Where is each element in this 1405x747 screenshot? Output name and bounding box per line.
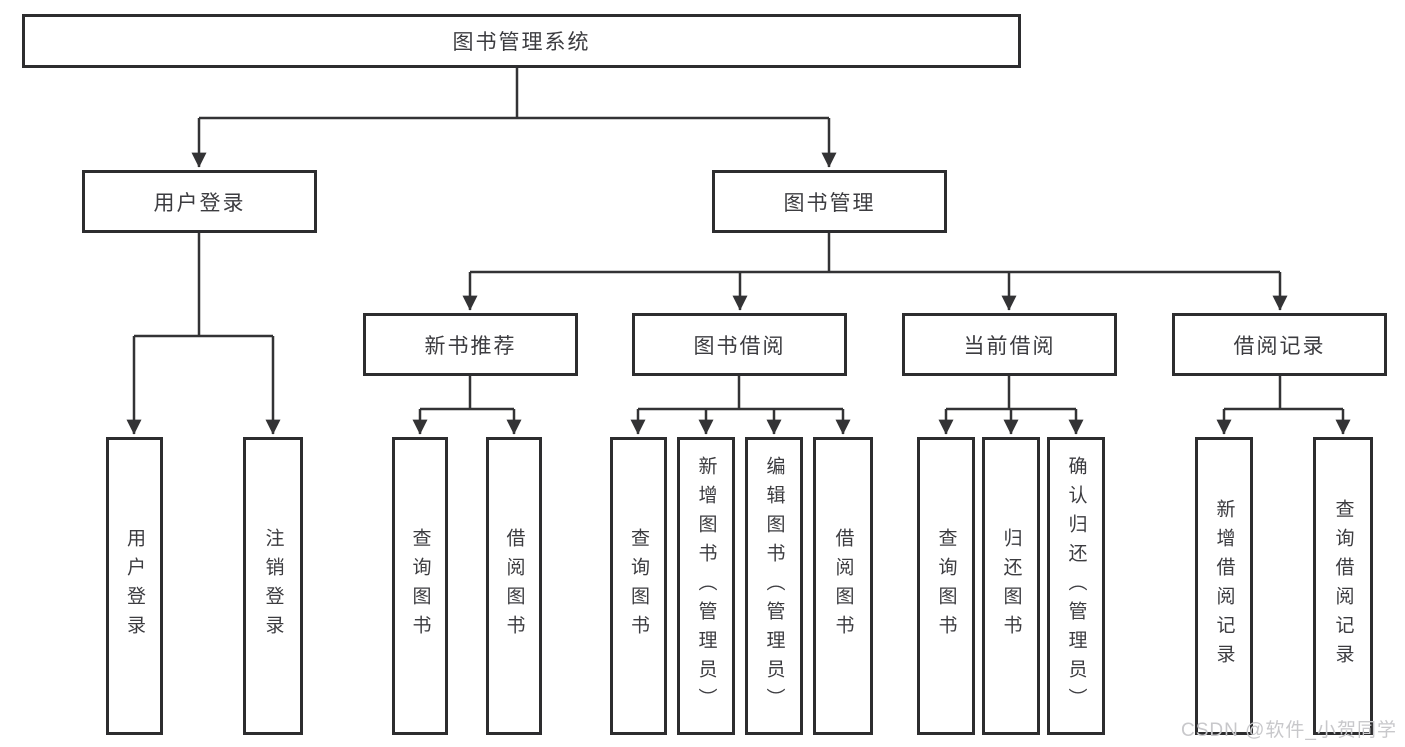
- leaf-query-borrow-record: 查询借阅记录: [1313, 437, 1373, 735]
- node-user-login: 用户登录: [82, 170, 317, 233]
- leaf-borrow-books-borrowing: 借阅图书: [813, 437, 873, 735]
- leaf-query-books-borrowing: 查询图书: [610, 437, 667, 735]
- edge-current-bar: [946, 376, 1076, 411]
- node-book-borrowing: 图书借阅: [632, 313, 847, 376]
- edge-records-bar: [1224, 376, 1343, 411]
- leaf-user-login: 用户登录: [106, 437, 163, 735]
- edge-bookmgmt-bar: [470, 233, 1280, 274]
- node-borrowing-records: 借阅记录: [1172, 313, 1387, 376]
- leaf-confirm-return-admin: 确认归还（管理员）: [1047, 437, 1105, 735]
- leaf-query-books-current: 查询图书: [917, 437, 975, 735]
- leaf-edit-book-admin: 编辑图书（管理员）: [745, 437, 803, 735]
- leaf-query-books-recommend: 查询图书: [392, 437, 448, 735]
- edge-borrowing-bar: [638, 376, 843, 411]
- leaf-add-borrow-record: 新增借阅记录: [1195, 437, 1253, 735]
- edge-userlogin-bar: [134, 233, 273, 338]
- leaf-add-book-admin: 新增图书（管理员）: [677, 437, 735, 735]
- leaf-logout: 注销登录: [243, 437, 303, 735]
- edge-root-bar: [199, 68, 829, 120]
- node-library-management-system: 图书管理系统: [22, 14, 1021, 68]
- edge-newbook-bar: [420, 376, 514, 411]
- csdn-watermark: CSDN @软件_小贺同学: [1181, 720, 1397, 741]
- leaf-return-books: 归还图书: [982, 437, 1040, 735]
- node-new-book-recommendation: 新书推荐: [363, 313, 578, 376]
- leaf-borrow-books-recommend: 借阅图书: [486, 437, 542, 735]
- node-book-management: 图书管理: [712, 170, 947, 233]
- node-current-borrowing: 当前借阅: [902, 313, 1117, 376]
